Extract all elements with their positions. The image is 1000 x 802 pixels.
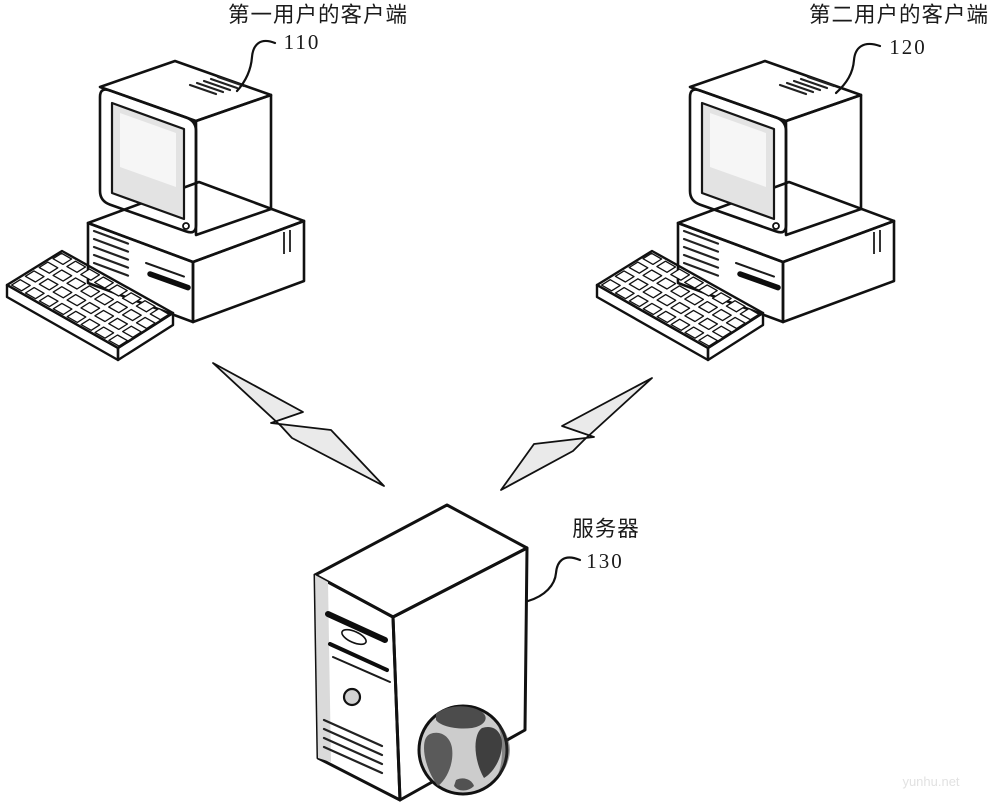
- drive-bays: [325, 611, 391, 683]
- client2-ref-number: 120: [889, 35, 927, 59]
- client1-computer: [7, 61, 304, 360]
- leader-line-client2: [834, 42, 882, 95]
- client2-label-group: 第二用户的客户端 120: [809, 3, 989, 59]
- server-label-group: 服务器 130: [572, 517, 640, 573]
- client1-label-group: 第一用户的客户端 110: [228, 3, 408, 54]
- watermark-text: yunhu.net: [902, 774, 959, 789]
- client2-label: 第二用户的客户端: [809, 3, 989, 27]
- client1-label: 第一用户的客户端: [228, 3, 408, 27]
- server-top-panel: [313, 503, 529, 619]
- leader-line-client1: [235, 39, 277, 93]
- server-vent-lines: [322, 718, 384, 775]
- server-ref-number: 130: [586, 549, 624, 573]
- lightning-link-client2-server: [500, 377, 653, 491]
- power-button: [342, 687, 362, 707]
- client2-computer: [597, 61, 894, 360]
- front-edge-shading: [315, 575, 331, 762]
- server-illustration: [313, 503, 529, 802]
- lightning-link-client1-server: [212, 362, 385, 487]
- leader-line-server: [526, 556, 582, 603]
- server-label: 服务器: [572, 517, 640, 541]
- client1-ref-number: 110: [284, 30, 321, 54]
- globe-icon: [417, 704, 510, 796]
